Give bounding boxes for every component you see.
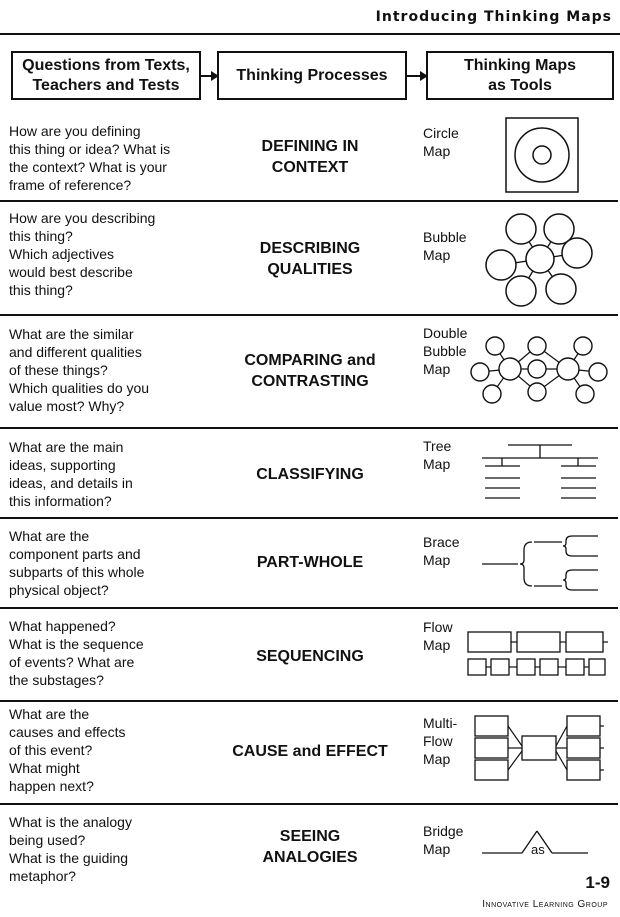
row-question: What happened? What is the sequence of e… xyxy=(9,618,144,688)
multi-flow-map-icon xyxy=(472,714,606,784)
row-map-name: Brace Map xyxy=(423,534,460,568)
row-map-name: Bridge Map xyxy=(423,823,464,857)
publisher-name: Innovative Learning Group xyxy=(482,899,608,910)
row-divider xyxy=(0,517,618,519)
row-map-name: Flow Map xyxy=(423,619,453,653)
circle-map-icon xyxy=(505,117,579,193)
column-processes-header: Thinking Processes xyxy=(217,51,407,100)
double-bubble-map-icon xyxy=(470,329,610,411)
column-arrow-2 xyxy=(407,71,428,81)
row-map-name: Multi- Flow Map xyxy=(423,715,458,767)
row-process: PART-WHOLE xyxy=(256,554,364,571)
row-map-name: Tree Map xyxy=(423,438,452,472)
bubble-map-icon xyxy=(483,207,595,311)
row-divider xyxy=(0,607,618,609)
row-process: CLASSIFYING xyxy=(256,466,364,483)
row-map-name: Bubble Map xyxy=(423,229,467,263)
row-divider xyxy=(0,314,618,316)
row-process: DESCRIBING QUALITIES xyxy=(259,240,361,278)
row-question: What are the main ideas, supporting idea… xyxy=(9,439,133,509)
row-divider xyxy=(0,803,618,805)
tree-map-icon xyxy=(480,440,602,506)
row-divider xyxy=(0,700,618,702)
bridge-map-relating-factor: as xyxy=(531,842,545,857)
bridge-map-icon: as xyxy=(480,828,590,864)
column-tools-header: Thinking Maps as Tools xyxy=(426,51,614,100)
row-question: What are the causes and effects of this … xyxy=(9,706,126,794)
header-rule xyxy=(0,33,620,35)
column-arrow-1 xyxy=(201,71,219,81)
row-question: What is the analogy being used? What is … xyxy=(9,814,132,884)
row-map-name: Double Bubble Map xyxy=(423,325,468,377)
row-process: COMPARING and CONTRASTING xyxy=(244,352,376,390)
page-header-title: Introducing Thinking Maps xyxy=(375,9,612,25)
row-divider xyxy=(0,427,618,429)
row-divider xyxy=(0,200,618,202)
row-process: DEFINING IN CONTEXT xyxy=(261,138,359,176)
row-question: What are the similar and different quali… xyxy=(9,326,150,414)
row-question: How are you defining this thing or idea?… xyxy=(9,123,171,193)
page-number: 1-9 xyxy=(585,873,610,892)
column-questions-header: Questions from Texts, Teachers and Tests xyxy=(11,51,201,100)
brace-map-icon xyxy=(480,532,602,594)
row-map-name: Circle Map xyxy=(423,125,459,159)
row-question: What are the component parts and subpart… xyxy=(9,528,145,598)
row-question: How are you describing this thing? Which… xyxy=(9,210,156,298)
flow-map-icon xyxy=(465,630,610,680)
row-process: SEEING ANALOGIES xyxy=(262,828,358,866)
row-process: CAUSE and EFFECT xyxy=(232,743,388,760)
row-process: SEQUENCING xyxy=(256,648,364,665)
